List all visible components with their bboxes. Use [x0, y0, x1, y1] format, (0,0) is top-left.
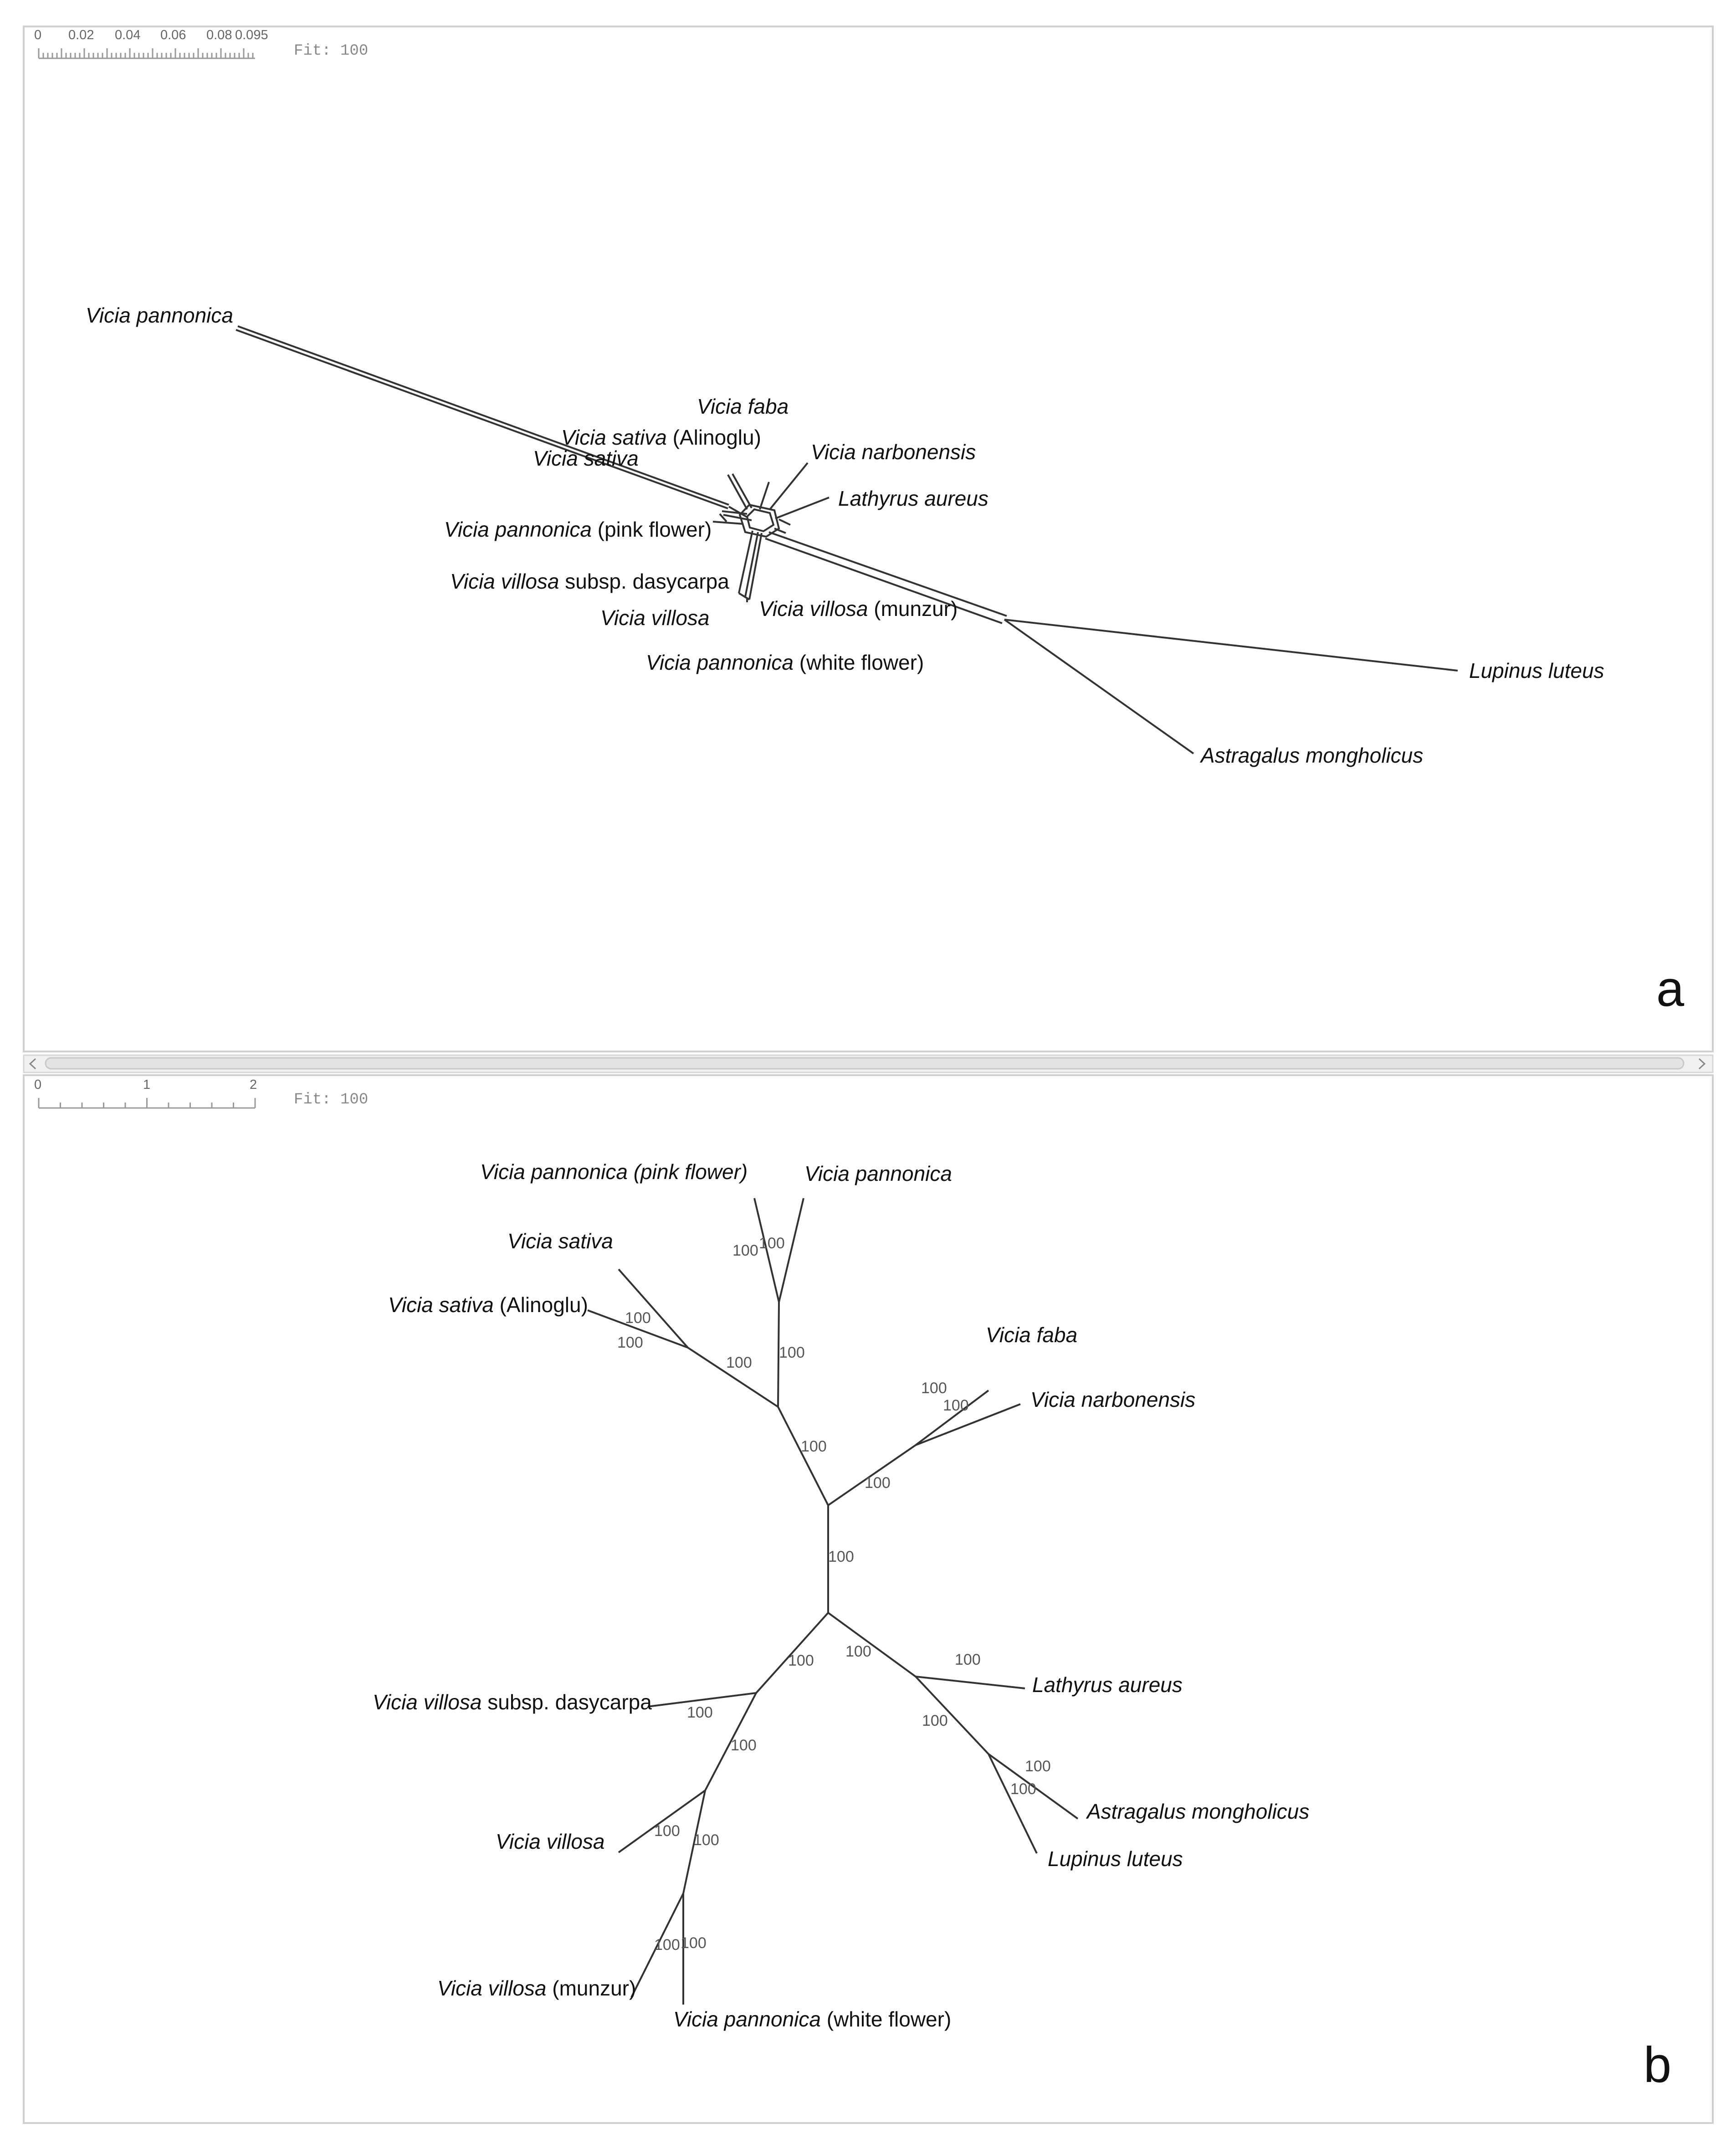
taxon-label: Vicia pannonica (pink flower)	[480, 1160, 748, 1184]
bootstrap-value: 100	[681, 1934, 707, 1952]
taxon-label: Vicia sativa	[533, 446, 639, 470]
taxon-label: Vicia pannonica (white flower)	[673, 2007, 951, 2031]
panel-a-scale-bar: 0 0.02 0.04 0.06 0.08 0.095	[34, 28, 268, 59]
bootstrap-value: 100	[617, 1334, 643, 1351]
bootstrap-value: 100	[654, 1822, 680, 1840]
bootstrap-value: 100	[845, 1643, 871, 1660]
panel-b-tree	[587, 1198, 1079, 2005]
panel-b-scale-tick-label: 0	[34, 1077, 41, 1092]
bootstrap-value: 100	[788, 1652, 814, 1669]
taxon-label: Lathyrus aureus	[1032, 1673, 1183, 1697]
scrollbar-thumb[interactable]	[45, 1057, 1685, 1070]
taxon-label: Vicia sativa (Alinoglu)	[388, 1293, 588, 1317]
taxon-label: Vicia villosa	[496, 1830, 604, 1853]
taxon-label: Lathyrus aureus	[838, 487, 988, 510]
taxon-label: Vicia villosa (munzur)	[759, 597, 958, 621]
bootstrap-value: 100	[1010, 1780, 1036, 1798]
taxon-label: Vicia sativa	[507, 1229, 613, 1253]
taxon-label: Vicia pannonica (pink flower)	[444, 518, 712, 541]
taxon-label: Vicia sativa (Alinoglu)	[561, 426, 761, 449]
bootstrap-value: 100	[865, 1474, 891, 1492]
panel-a-taxon-labels: Vicia pannonica Vicia faba Vicia sativa …	[86, 303, 1604, 767]
taxon-label: Vicia villosa	[600, 606, 709, 630]
bootstrap-value: 100	[732, 1242, 758, 1259]
bootstrap-value: 100	[943, 1397, 969, 1414]
panel-a: 0 0.02 0.04 0.06 0.08 0.095 Fit: 100	[23, 26, 1714, 1052]
bootstrap-value: 100	[687, 1704, 713, 1721]
taxon-label: Vicia pannonica (white flower)	[646, 651, 924, 674]
taxon-label: Vicia villosa (munzur)	[437, 1976, 636, 2000]
panel-b: 0 1 2 Fit: 100	[23, 1074, 1714, 2124]
panel-a-network	[236, 325, 1458, 754]
scroll-right-arrow-icon[interactable]	[1698, 1058, 1706, 1070]
panel-b-scale-tick-label: 1	[143, 1077, 150, 1092]
panel-b-fit-readout: Fit: 100	[294, 1091, 368, 1108]
taxon-label: Vicia faba	[986, 1323, 1077, 1347]
panel-b-frame	[23, 1074, 1714, 2124]
panel-a-frame	[23, 26, 1714, 1052]
taxon-label: Lupinus luteus	[1048, 1847, 1183, 1871]
bootstrap-value: 100	[625, 1309, 651, 1327]
taxon-label: Vicia pannonica	[804, 1162, 952, 1185]
panel-a-scale-tick-label: 0	[34, 28, 41, 42]
panel-a-scale-tick-label: 0.095	[235, 28, 268, 42]
taxon-label: Vicia pannonica	[86, 303, 233, 327]
taxon-label: Vicia villosa subsp. dasycarpa	[373, 1690, 652, 1714]
bootstrap-value: 100	[922, 1712, 948, 1729]
bootstrap-value: 100	[759, 1235, 785, 1252]
panel-a-scale-tick-label: 0.02	[68, 28, 94, 42]
taxon-label: Lupinus luteus	[1469, 659, 1604, 682]
bootstrap-value: 100	[828, 1548, 854, 1565]
bootstrap-value: 100	[921, 1380, 947, 1397]
bootstrap-value: 100	[693, 1831, 719, 1849]
bootstrap-value: 100	[801, 1438, 827, 1455]
panel-a-scale-tick-label: 0.04	[115, 28, 140, 42]
panel-a-fit-readout: Fit: 100	[294, 42, 368, 60]
taxon-label: Vicia narbonensis	[811, 440, 976, 464]
bootstrap-value: 100	[726, 1354, 752, 1371]
taxon-label: Vicia narbonensis	[1030, 1388, 1195, 1411]
panel-b-taxon-labels: Vicia pannonica (pink flower) Vicia pann…	[373, 1160, 1309, 2031]
panel-a-scale-tick-label: 0.08	[206, 28, 232, 42]
panel-b-scale-bar: 0 1 2	[34, 1077, 257, 1109]
scroll-left-arrow-icon[interactable]	[29, 1058, 36, 1070]
bootstrap-value: 100	[955, 1651, 981, 1668]
panel-b-scale-tick-label: 2	[250, 1077, 257, 1092]
taxon-label: Vicia faba	[697, 395, 789, 418]
panel-a-scale-tick-label: 0.06	[160, 28, 186, 42]
panel-a-letter: a	[1656, 961, 1685, 1017]
panel-b-bootstrap-values: 100 100 100 100 100 100 100 100 100 100 …	[617, 1235, 1051, 1954]
taxon-label: Vicia villosa subsp. dasycarpa	[450, 569, 729, 593]
taxon-label: Astragalus mongholicus	[1086, 1800, 1309, 1823]
panel-b-letter: b	[1644, 2037, 1671, 2093]
bootstrap-value: 100	[1025, 1758, 1051, 1775]
horizontal-scrollbar[interactable]	[23, 1054, 1714, 1073]
bootstrap-value: 100	[779, 1344, 805, 1361]
taxon-label: Astragalus mongholicus	[1199, 744, 1423, 767]
bootstrap-value: 100	[731, 1737, 757, 1754]
bootstrap-value: 100	[654, 1936, 680, 1954]
